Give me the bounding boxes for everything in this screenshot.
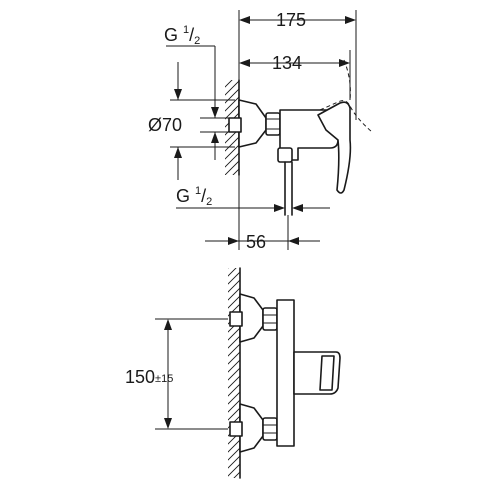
dim-outlet-offset: 56 — [205, 175, 320, 252]
front-view: 150±15 — [125, 267, 341, 479]
dim-175-label: 175 — [276, 10, 306, 30]
lever-handle-side — [317, 101, 352, 194]
inlet-stub-top-front — [229, 311, 243, 327]
inlet-stub-bottom-front — [229, 421, 243, 437]
dim-outlet-thread: G 1/2 — [176, 185, 330, 212]
dim-flange-diameter: Ø70 — [148, 62, 235, 180]
dim-56-label: 56 — [246, 232, 266, 252]
escutcheon-bottom-front — [239, 403, 264, 453]
nut-top-front — [262, 307, 278, 331]
g-thread-outlet-label: G 1/2 — [176, 185, 212, 208]
escutcheon-top-front — [239, 293, 264, 343]
lever-handle-raised — [319, 100, 373, 133]
dim-70-label: Ø70 — [148, 115, 182, 135]
nut-bottom-front — [262, 417, 278, 441]
dim-body-width: 134 — [239, 50, 351, 100]
nut-side — [265, 112, 281, 136]
dim-overall-width: 175 — [238, 10, 357, 120]
dim-inlet-thread: G 1/2 — [164, 24, 229, 160]
outlet-connector-side — [277, 147, 293, 163]
wall-front — [228, 267, 241, 479]
dim-150-label: 150±15 — [125, 367, 173, 387]
escutcheon-side — [238, 99, 267, 148]
dim-inlet-spacing: 150±15 — [125, 318, 228, 430]
dim-134-label: 134 — [272, 53, 302, 73]
g-thread-top-label: G 1/2 — [164, 24, 200, 47]
side-view: 175 134 56 Ø70 — [148, 10, 373, 252]
inlet-stub-side — [228, 117, 242, 133]
mixer-body-front — [276, 299, 295, 447]
